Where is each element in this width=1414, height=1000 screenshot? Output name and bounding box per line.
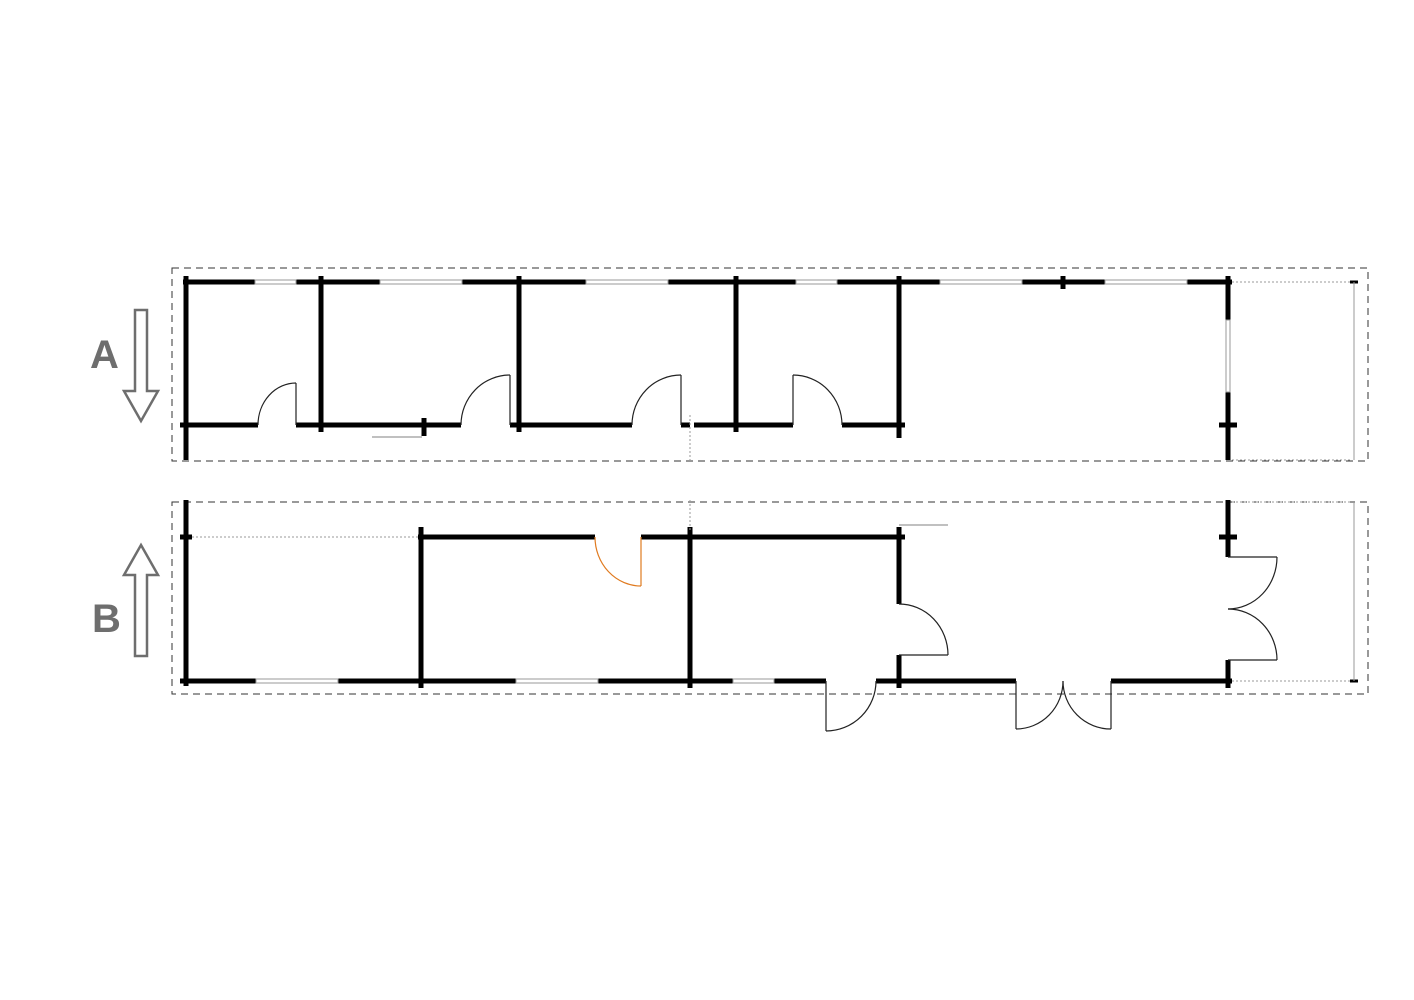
module-a-walls [180, 276, 1358, 460]
module-b-thin-lines [192, 500, 1355, 682]
module-b-label: B [92, 597, 121, 641]
module-a-doors [257, 374, 843, 426]
window [254, 279, 297, 285]
module-a-arrow-down-icon [121, 308, 161, 424]
module-b-doors [594, 536, 1278, 732]
window [515, 678, 599, 684]
door [825, 680, 877, 732]
module-b-windows [255, 678, 775, 684]
door [631, 374, 682, 426]
module-a-windows [254, 279, 1231, 393]
module-a: A [90, 267, 1369, 462]
window [1225, 319, 1231, 393]
module-b-arrow-up-icon [121, 542, 161, 658]
module-a-thin-lines [372, 281, 1355, 462]
module-b-outline [171, 501, 1369, 695]
door [898, 603, 949, 656]
module-a-label: A [90, 333, 119, 377]
module-b-walls [180, 500, 1358, 688]
window [732, 678, 775, 684]
window [939, 279, 1023, 285]
window [585, 279, 669, 285]
window [1104, 279, 1188, 285]
module-b: B [92, 500, 1369, 732]
door [792, 374, 843, 426]
door [257, 382, 297, 426]
door [460, 374, 511, 426]
window [379, 279, 463, 285]
double-door [1227, 556, 1278, 661]
double-door [1015, 680, 1112, 730]
window [795, 279, 838, 285]
module-a-outline [171, 267, 1369, 462]
window [255, 678, 339, 684]
door-highlighted [594, 536, 642, 587]
